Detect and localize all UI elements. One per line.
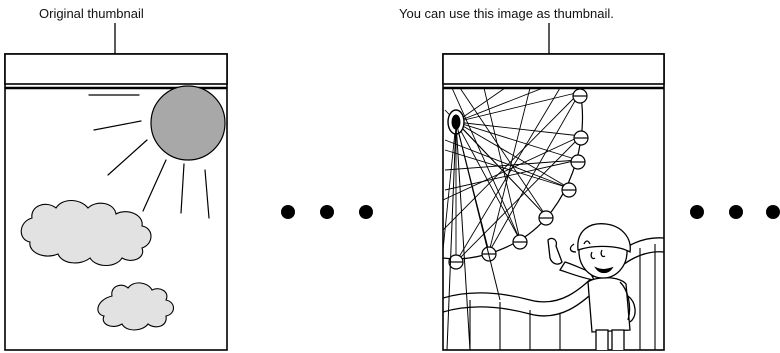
ellipsis-dots	[281, 205, 373, 219]
thumbnail-header-bar	[443, 54, 664, 84]
original-thumbnail-panel	[5, 54, 227, 350]
ellipsis-dots	[690, 205, 780, 219]
thumbnail-header-bar	[5, 54, 227, 84]
usable-thumbnail-panel	[443, 54, 664, 352]
